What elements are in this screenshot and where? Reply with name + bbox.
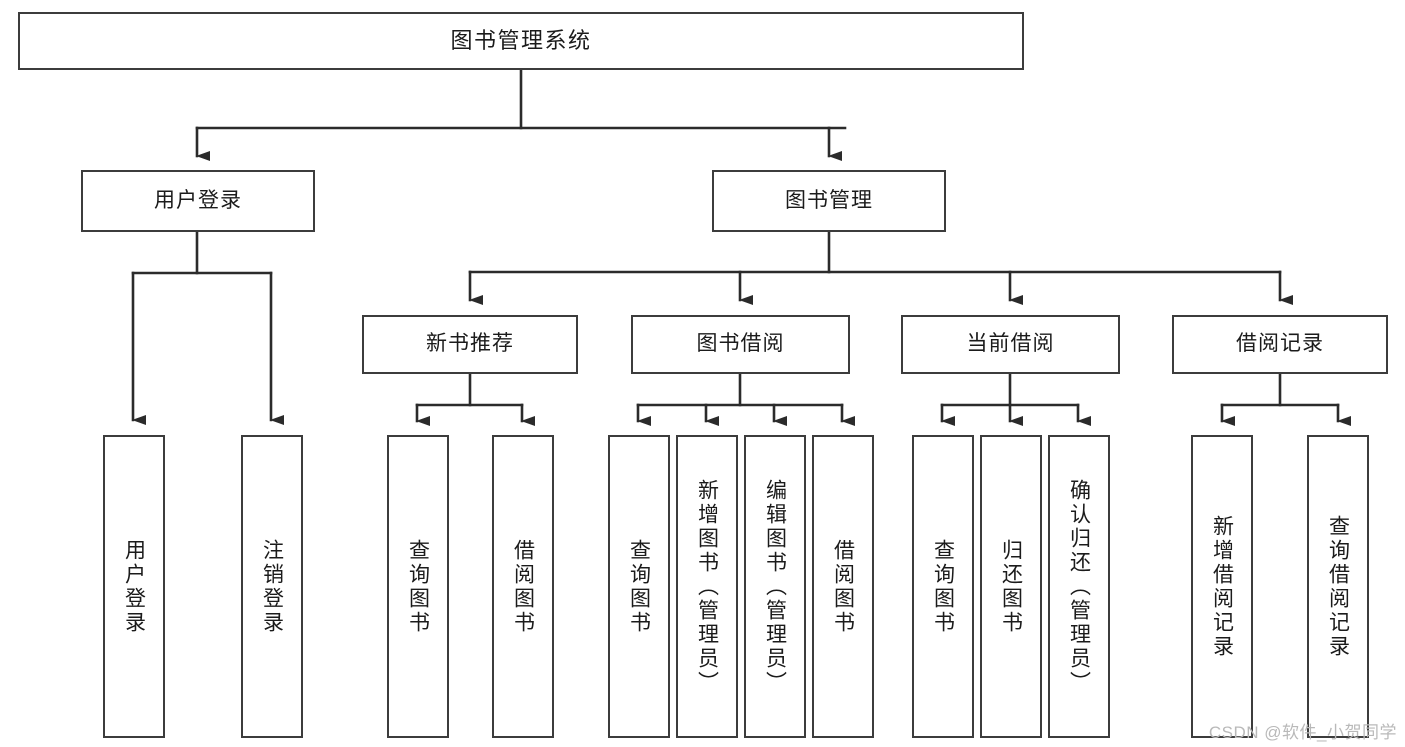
node-label: 新增借阅记录 xyxy=(1210,514,1234,659)
leaf-book-borrow-edit-book-admin[interactable]: 编辑图书（管理员） xyxy=(744,435,806,738)
node-label: 借阅记录 xyxy=(1236,332,1324,356)
leaf-current-borrow-confirm-return-admin[interactable]: 确认归还（管理员） xyxy=(1048,435,1110,738)
node-label: 借阅图书 xyxy=(511,538,535,635)
node-label: 新增图书（管理员） xyxy=(695,478,719,695)
node-label: 编辑图书（管理员） xyxy=(763,478,787,695)
node-book-borrow[interactable]: 图书借阅 xyxy=(631,315,850,374)
leaf-book-borrow-borrow-book[interactable]: 借阅图书 xyxy=(812,435,874,738)
node-label: 确认归还（管理员） xyxy=(1067,478,1091,695)
node-current-borrow[interactable]: 当前借阅 xyxy=(901,315,1120,374)
node-label: 借阅图书 xyxy=(831,538,855,635)
node-label: 用户登录 xyxy=(122,538,146,635)
leaf-current-borrow-query-book[interactable]: 查询图书 xyxy=(912,435,974,738)
node-label: 新书推荐 xyxy=(426,332,514,356)
node-new-book-recommend[interactable]: 新书推荐 xyxy=(362,315,578,374)
node-label: 查询图书 xyxy=(931,538,955,635)
node-book-management[interactable]: 图书管理 xyxy=(712,170,946,232)
leaf-book-borrow-add-book-admin[interactable]: 新增图书（管理员） xyxy=(676,435,738,738)
node-label: 查询图书 xyxy=(406,538,430,635)
node-label: 查询图书 xyxy=(627,538,651,635)
csdn-watermark: CSDN @软件_小贺同学 xyxy=(1208,723,1397,742)
node-label: 查询借阅记录 xyxy=(1326,514,1350,659)
node-label: 图书借阅 xyxy=(696,332,785,356)
leaf-user-login-login[interactable]: 用户登录 xyxy=(103,435,165,738)
node-borrow-record[interactable]: 借阅记录 xyxy=(1172,315,1388,374)
node-label: 图书管理系统 xyxy=(450,28,592,54)
node-root-book-management-system[interactable]: 图书管理系统 xyxy=(18,12,1024,70)
leaf-current-borrow-return-book[interactable]: 归还图书 xyxy=(980,435,1042,738)
leaf-borrow-record-query-record[interactable]: 查询借阅记录 xyxy=(1307,435,1369,738)
node-label: 图书管理 xyxy=(785,188,873,212)
node-user-login[interactable]: 用户登录 xyxy=(81,170,315,232)
leaf-new-book-borrow-book[interactable]: 借阅图书 xyxy=(492,435,554,738)
node-label: 用户登录 xyxy=(154,188,242,212)
leaf-book-borrow-query-book[interactable]: 查询图书 xyxy=(608,435,670,738)
node-label: 注销登录 xyxy=(260,538,284,635)
leaf-new-book-query-book[interactable]: 查询图书 xyxy=(387,435,449,738)
node-label: 当前借阅 xyxy=(966,332,1055,356)
leaf-user-login-logout[interactable]: 注销登录 xyxy=(241,435,303,738)
node-label: 归还图书 xyxy=(999,538,1023,635)
leaf-borrow-record-add-record[interactable]: 新增借阅记录 xyxy=(1191,435,1253,738)
